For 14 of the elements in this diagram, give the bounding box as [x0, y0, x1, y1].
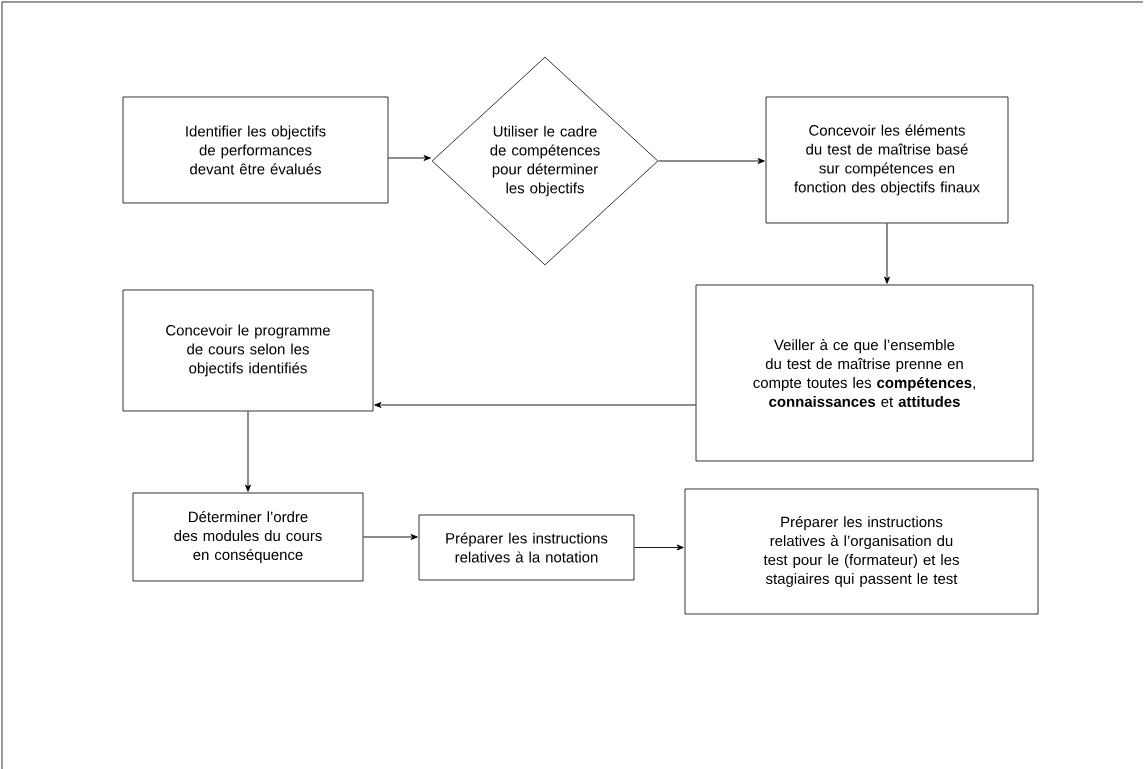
arrow — [245, 410, 251, 492]
process-box: Identifier les objectifs de performances devant être évalués — [122, 96, 389, 204]
arrow — [374, 402, 697, 408]
process-box: Veiller à ce que l’ensemble du test de maîtrise prenne en compte toutes les compétences, connaissances et attitudes — [695, 284, 1034, 462]
arrow — [884, 222, 890, 284]
process-box: Préparer les instructions relatives à l’organisation du test pour le (formateur) et les stagiaires qui passent le test — [684, 488, 1039, 615]
arrow — [633, 544, 684, 551]
arrow — [657, 158, 765, 164]
process-box: Concevoir le programme de cours selon les objectifs identifiés — [122, 289, 374, 412]
process-box: Préparer les instructions relatives à la notation — [418, 514, 635, 581]
process-box: Concevoir les éléments du test de maîtrise basé sur compétences en fonction des objectifs finaux — [765, 96, 1009, 224]
arrow — [387, 155, 431, 161]
process-box: Déterminer l’ordre des modules du cours en conséquence — [132, 492, 364, 582]
arrow — [362, 534, 418, 540]
